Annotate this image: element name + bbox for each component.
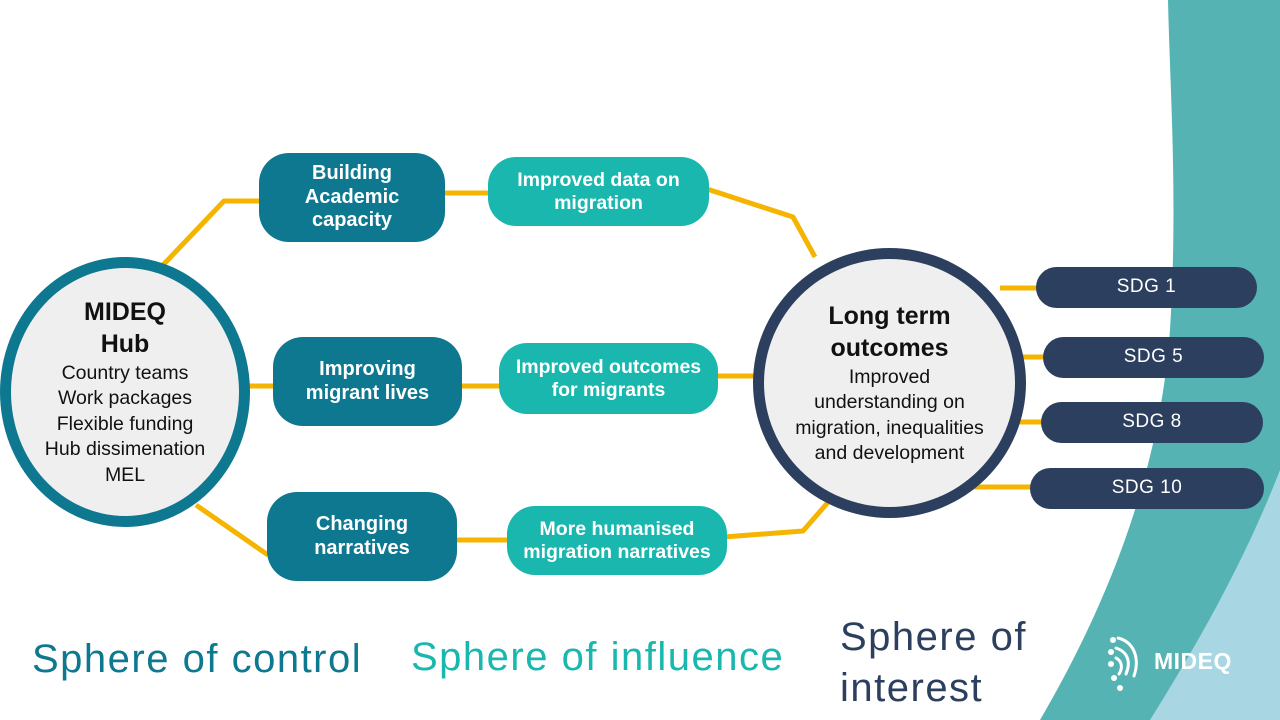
long-term-outcomes-circle: Long term outcomes Improved understandin… bbox=[753, 248, 1026, 518]
connector-humanised-to-longterm bbox=[723, 498, 832, 540]
connector-data-to-outcomes bbox=[703, 185, 818, 259]
control-node-building-capacity: Building Academic capacity bbox=[259, 153, 445, 242]
sdg-pill-5: SDG 5 bbox=[1043, 337, 1264, 378]
hub-title: MIDEQ Hub bbox=[84, 297, 166, 359]
influence-node-humanised-narratives: More humanised migration narratives bbox=[507, 506, 727, 575]
logo-text: MIDEQ bbox=[1154, 647, 1232, 674]
outcomes-title: Long term outcomes bbox=[828, 301, 951, 363]
control-node-improving-lives: Improving migrant lives bbox=[273, 337, 462, 426]
control-node-changing-narratives: Changing narratives bbox=[267, 492, 457, 581]
sdg-pill-8: SDG 8 bbox=[1041, 402, 1263, 443]
outcomes-description: Improved understanding on migration, ine… bbox=[795, 365, 984, 465]
connector-hub-to-building bbox=[161, 198, 262, 267]
mideq-logo: MIDEQ bbox=[1104, 628, 1232, 694]
sdg-pill-1: SDG 1 bbox=[1036, 267, 1257, 308]
hub-item-country-teams: Country teams bbox=[61, 361, 189, 384]
influence-node-improved-outcomes: Improved outcomes for migrants bbox=[499, 343, 718, 414]
light-blue-wave bbox=[1150, 470, 1280, 720]
influence-node-improved-data: Improved data on migration bbox=[488, 157, 709, 226]
sdg-pill-10: SDG 10 bbox=[1030, 468, 1264, 509]
sphere-of-interest-label: Sphere of interest bbox=[840, 615, 1027, 711]
teal-wave bbox=[1040, 0, 1280, 720]
hub-item-dissemination: Hub dissimenation bbox=[44, 438, 206, 461]
hub-item-mel: MEL bbox=[104, 463, 146, 486]
sphere-of-influence-label: Sphere of influence bbox=[411, 635, 785, 679]
hub-item-work-packages: Work packages bbox=[57, 387, 193, 410]
sphere-of-control-label: Sphere of control bbox=[32, 637, 363, 681]
hub-item-flexible-funding: Flexible funding bbox=[56, 412, 194, 435]
connector-hub-to-narratives bbox=[194, 502, 270, 558]
mideq-hub-circle: MIDEQ Hub Country teams Work packages Fl… bbox=[0, 257, 250, 527]
mideq-logo-icon bbox=[1108, 636, 1138, 691]
